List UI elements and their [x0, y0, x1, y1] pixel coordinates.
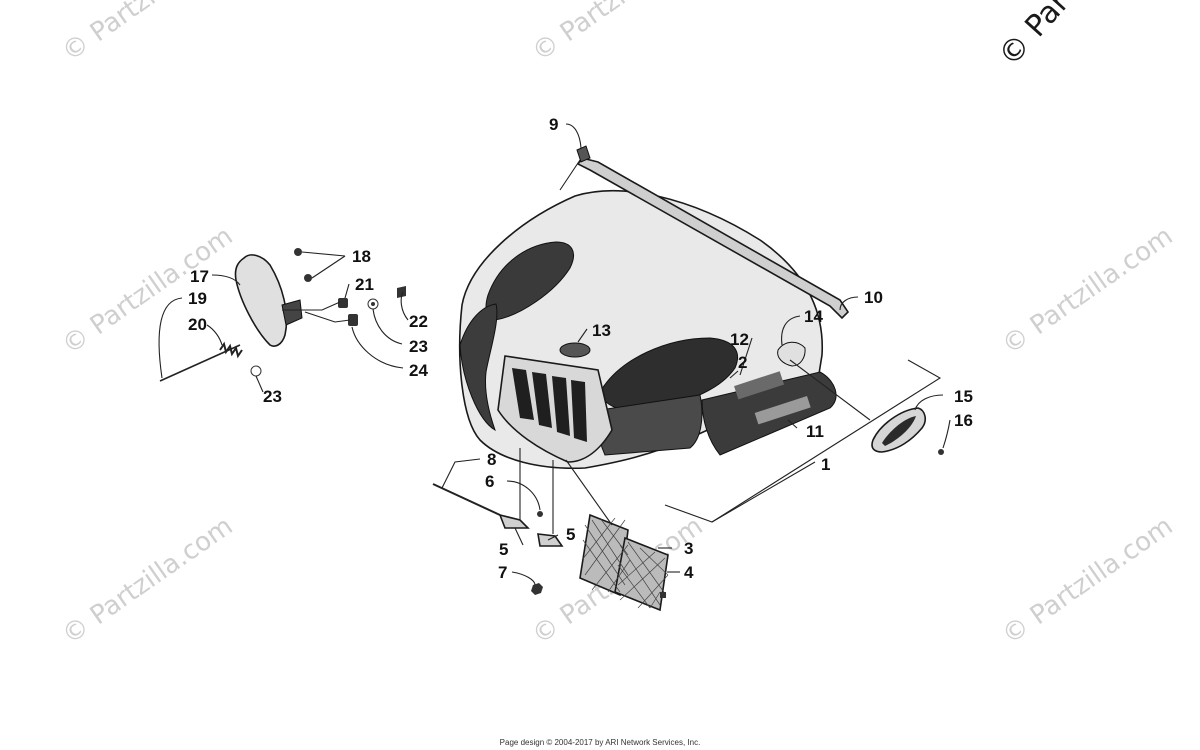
- page-footer: Page design © 2004-2017 by ARI Network S…: [499, 738, 701, 747]
- callout-24: 24: [409, 361, 428, 380]
- callout-22: 22: [409, 312, 428, 331]
- lamp-mount: [281, 299, 303, 326]
- hood-illustration: [458, 145, 850, 470]
- hood-side-panel: [459, 303, 498, 432]
- bracket-right: [537, 533, 564, 547]
- screw: [938, 449, 944, 455]
- lamp-housing: [234, 254, 288, 347]
- callout-9: 9: [549, 115, 558, 134]
- callout-17: 17: [190, 267, 209, 286]
- callout-12: 12: [730, 330, 749, 349]
- bracket-left: [498, 513, 530, 529]
- lamp-hardware: [250, 248, 406, 377]
- watermark: © Partzilla.com: [57, 0, 239, 68]
- callout-4: 4: [684, 563, 694, 582]
- callout-11: 11: [806, 422, 824, 441]
- left-assembly-illustration: [159, 248, 406, 382]
- side-emblem-inner: [882, 416, 916, 446]
- spring: [219, 341, 243, 359]
- callout-10: 10: [864, 288, 883, 307]
- watermark: © Partzilla.com: [57, 221, 239, 361]
- corner-watermark: © Partzilla.com: [992, 0, 1173, 73]
- brand-decal: [734, 371, 785, 400]
- callout-labels: 1 2 3 4 5 5 6 7 8 9 10 11 12 13 14 15 16…: [188, 115, 973, 582]
- lower-parts-illustration: [432, 483, 669, 612]
- watermark: © Partzilla.com: [997, 221, 1179, 361]
- model-decal: [754, 395, 811, 425]
- callout-16: 16: [954, 411, 973, 430]
- callout-23a: 23: [409, 337, 428, 356]
- grille-slats: [512, 368, 587, 442]
- callout-15: 15: [954, 387, 973, 406]
- windshield-trim: [576, 157, 850, 320]
- watermark: © Partzilla.com: [57, 511, 239, 651]
- callout-3: 3: [684, 539, 693, 558]
- callout-21: 21: [355, 275, 374, 294]
- callout-14: 14: [804, 307, 823, 326]
- callout-1: 1: [821, 455, 830, 474]
- adjuster-screw: [159, 344, 241, 382]
- trim-clip: [576, 145, 591, 163]
- watermark: © Partzilla.com: [527, 0, 709, 68]
- callout-5b: 5: [566, 525, 575, 544]
- leader-lines: [158, 123, 951, 586]
- watermark: © Partzilla.com: [997, 511, 1179, 651]
- support-rod: [432, 483, 501, 516]
- callout-5a: 5: [499, 540, 508, 559]
- callout-6: 6: [485, 472, 494, 491]
- fastener: [537, 511, 543, 517]
- hood-bracket: [777, 341, 806, 367]
- callout-7: 7: [498, 563, 507, 582]
- side-emblem-illustration: [871, 407, 944, 455]
- callout-20: 20: [188, 315, 207, 334]
- screw: [660, 592, 666, 598]
- callout-23b: 23: [263, 387, 282, 406]
- callout-2: 2: [738, 353, 747, 372]
- nut: [531, 583, 543, 595]
- mesh-pattern: [581, 517, 669, 609]
- callout-13: 13: [592, 321, 611, 340]
- callout-8: 8: [487, 450, 496, 469]
- callout-19: 19: [188, 289, 207, 308]
- callout-18: 18: [352, 247, 371, 266]
- hood-emblem: [559, 342, 591, 358]
